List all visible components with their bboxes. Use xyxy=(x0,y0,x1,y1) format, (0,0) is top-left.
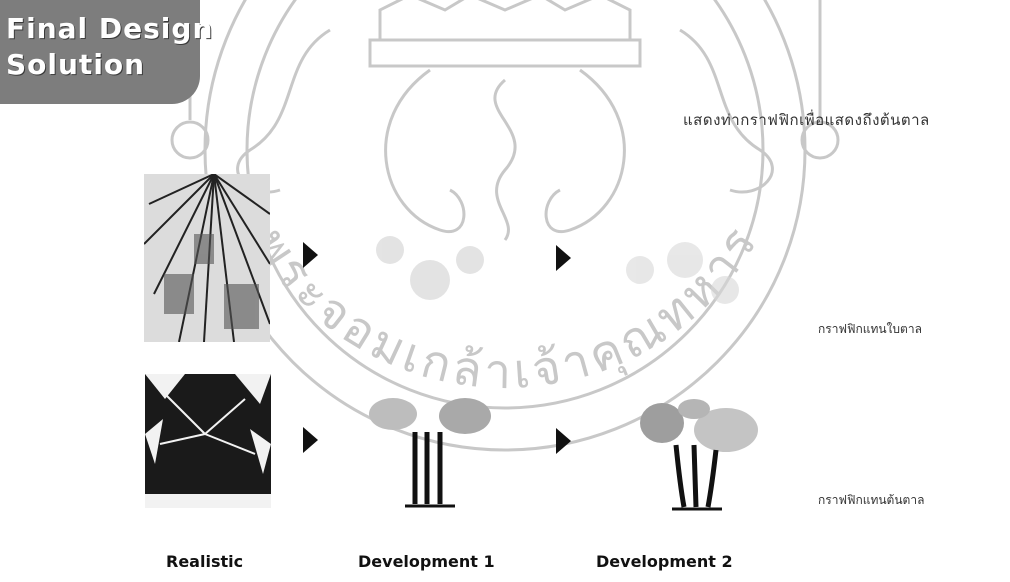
arrow-right-icon xyxy=(303,242,318,268)
final-design-badge: Final Design Solution xyxy=(0,0,212,104)
realistic-leaf-photo xyxy=(144,174,270,342)
caption-development-2: Development 2 xyxy=(596,552,733,571)
caption-realistic: Realistic xyxy=(166,552,244,571)
arrow-right-icon xyxy=(556,245,571,271)
leaf-graphic-label: กราฟฟิกแทนใบตาล xyxy=(818,322,922,336)
development-2-tree-graphic xyxy=(640,399,758,511)
development-1-leaf-graphic xyxy=(376,236,484,300)
development-2-leaf-graphic xyxy=(626,242,739,304)
trunk-graphic-label: กราฟฟิกแทนต้นตาล xyxy=(818,493,925,507)
caption-development-1: Development 1 xyxy=(358,552,495,571)
arrow-right-icon xyxy=(556,428,571,454)
page-heading: แสดงท่ากราฟฟิกเพื่อแสดงถึงต้นตาล xyxy=(683,112,930,129)
badge-line-2: Solution xyxy=(6,48,146,81)
realistic-trunk-photo xyxy=(145,374,271,508)
arrow-right-icon xyxy=(303,427,318,453)
development-1-tree-graphic xyxy=(369,398,491,508)
badge-line-1: Final Design xyxy=(6,12,214,45)
